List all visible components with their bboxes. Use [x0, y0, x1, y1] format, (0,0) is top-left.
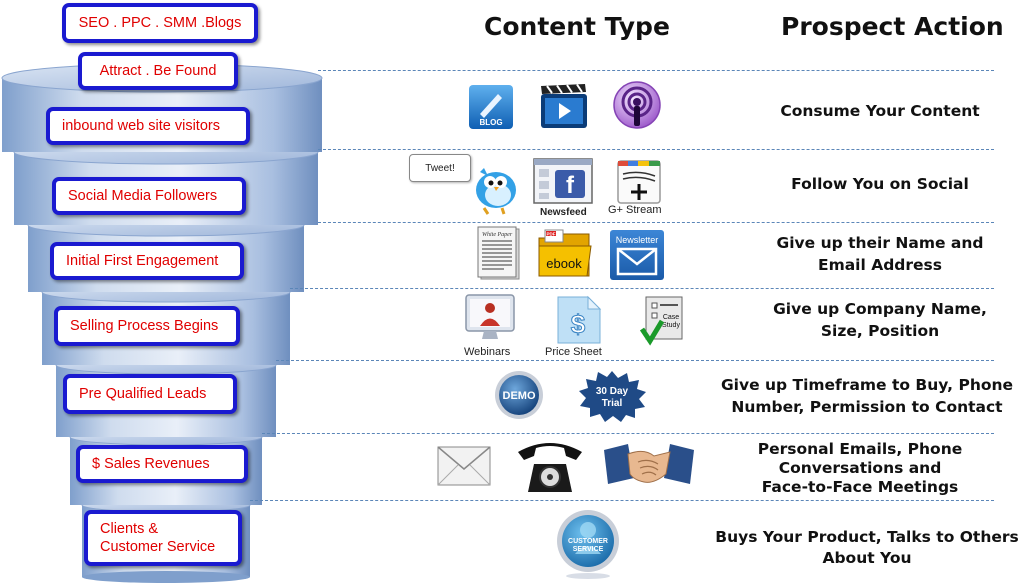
- newsfeed-caption: Newsfeed: [540, 207, 587, 218]
- webinars-caption: Webinars: [464, 346, 511, 358]
- action-line: Number, Permission to Contact: [731, 398, 1003, 416]
- row-divider: [276, 360, 994, 361]
- newsletter-label: Newsletter: [616, 235, 659, 245]
- trial-starburst-icon: 30 Day Trial: [579, 371, 646, 422]
- row-divider: [318, 70, 994, 71]
- action-line: Conversations and: [778, 459, 942, 477]
- action-line: Size, Position: [820, 322, 940, 340]
- trial-label-1: 30 Day: [596, 386, 629, 397]
- customer-service-badge-icon: CUSTOMER SERVICE: [557, 510, 619, 579]
- demo-badge-icon: DEMO: [495, 371, 543, 419]
- podcast-icon: [613, 81, 661, 129]
- content-type-header: Content Type: [484, 12, 670, 41]
- google-plus-icon: [617, 160, 661, 204]
- action-consume: Consume Your Content: [760, 100, 1000, 122]
- action-line: Face-to-Face Meetings: [761, 478, 959, 496]
- funnel-stage-qualified-leads: Pre Qualified Leads: [63, 374, 237, 414]
- funnel-stage-clients: Clients & Customer Service: [84, 510, 242, 566]
- action-line: Email Address: [817, 256, 942, 274]
- twitter-bird-icon: [476, 168, 516, 215]
- case-study-icon: Case Study: [640, 296, 683, 346]
- telephone-icon: [518, 443, 582, 492]
- svg-text:$: $: [571, 309, 586, 339]
- funnel-stage-attract: Attract . Be Found: [78, 52, 238, 90]
- action-line: Give up their Name and: [776, 234, 984, 252]
- funnel-stage-seo: SEO . PPC . SMM .Blogs: [62, 3, 258, 43]
- action-company: Give up Company Name, Size, Position: [750, 298, 1010, 342]
- ebook-folder-icon: PDF ebook: [538, 229, 592, 277]
- handshake-icon: [604, 444, 694, 484]
- blog-icon-label: BLOG: [479, 118, 502, 127]
- case-label-2: Study: [662, 322, 680, 329]
- newsletter-envelope-icon: Newsletter: [610, 230, 664, 280]
- action-line: Personal Emails, Phone: [757, 440, 963, 458]
- customer-label-1: CUSTOMER: [568, 538, 608, 545]
- funnel-stage-selling-process: Selling Process Begins: [54, 306, 240, 346]
- tweet-speech-bubble: Tweet!: [409, 154, 471, 182]
- row-divider: [262, 433, 994, 434]
- funnel-stage-web-visitors: inbound web site visitors: [46, 107, 250, 145]
- row-divider: [250, 500, 994, 501]
- action-line: About You: [822, 549, 912, 567]
- case-label-1: Case: [663, 314, 679, 321]
- video-clapper-icon: [541, 83, 587, 128]
- funnel-stage-clients-line2: Customer Service: [100, 539, 216, 555]
- blog-icon: BLOG: [469, 85, 513, 129]
- action-line: Buys Your Product, Talks to Others: [715, 528, 1019, 546]
- row-divider: [290, 288, 994, 289]
- trial-label-2: Trial: [602, 398, 623, 409]
- prospect-action-header: Prospect Action: [781, 12, 1004, 41]
- pdf-label: PDF: [547, 232, 556, 237]
- demo-label: DEMO: [503, 390, 536, 402]
- action-follow: Follow You on Social: [760, 173, 1000, 195]
- gplus-caption: G+ Stream: [608, 204, 662, 216]
- action-line: Follow You on Social: [791, 175, 969, 193]
- action-line: Give up Company Name,: [773, 300, 987, 318]
- funnel-stage-social-followers: Social Media Followers: [52, 177, 246, 215]
- funnel-stage-clients-line1: Clients &: [100, 521, 159, 537]
- funnel-stage-first-engagement: Initial First Engagement: [50, 242, 244, 280]
- price-sheet-caption: Price Sheet: [545, 346, 602, 358]
- funnel-stage-sales-revenues: $ Sales Revenues: [76, 445, 248, 483]
- webinar-monitor-icon: [465, 294, 515, 339]
- action-line: Consume Your Content: [780, 102, 980, 120]
- action-line: Give up Timeframe to Buy, Phone: [720, 376, 1014, 394]
- row-divider: [318, 149, 994, 150]
- email-envelope-icon: [437, 446, 491, 486]
- white-paper-icon: White Paper: [477, 226, 520, 280]
- customer-label-2: SERVICE: [573, 546, 604, 553]
- price-sheet-icon: $: [557, 295, 602, 344]
- ebook-label: ebook: [546, 256, 582, 271]
- newsfeed-facebook-icon: f: [533, 158, 593, 204]
- svg-text:f: f: [566, 172, 575, 199]
- row-divider: [318, 222, 994, 223]
- white-paper-label: White Paper: [482, 232, 513, 238]
